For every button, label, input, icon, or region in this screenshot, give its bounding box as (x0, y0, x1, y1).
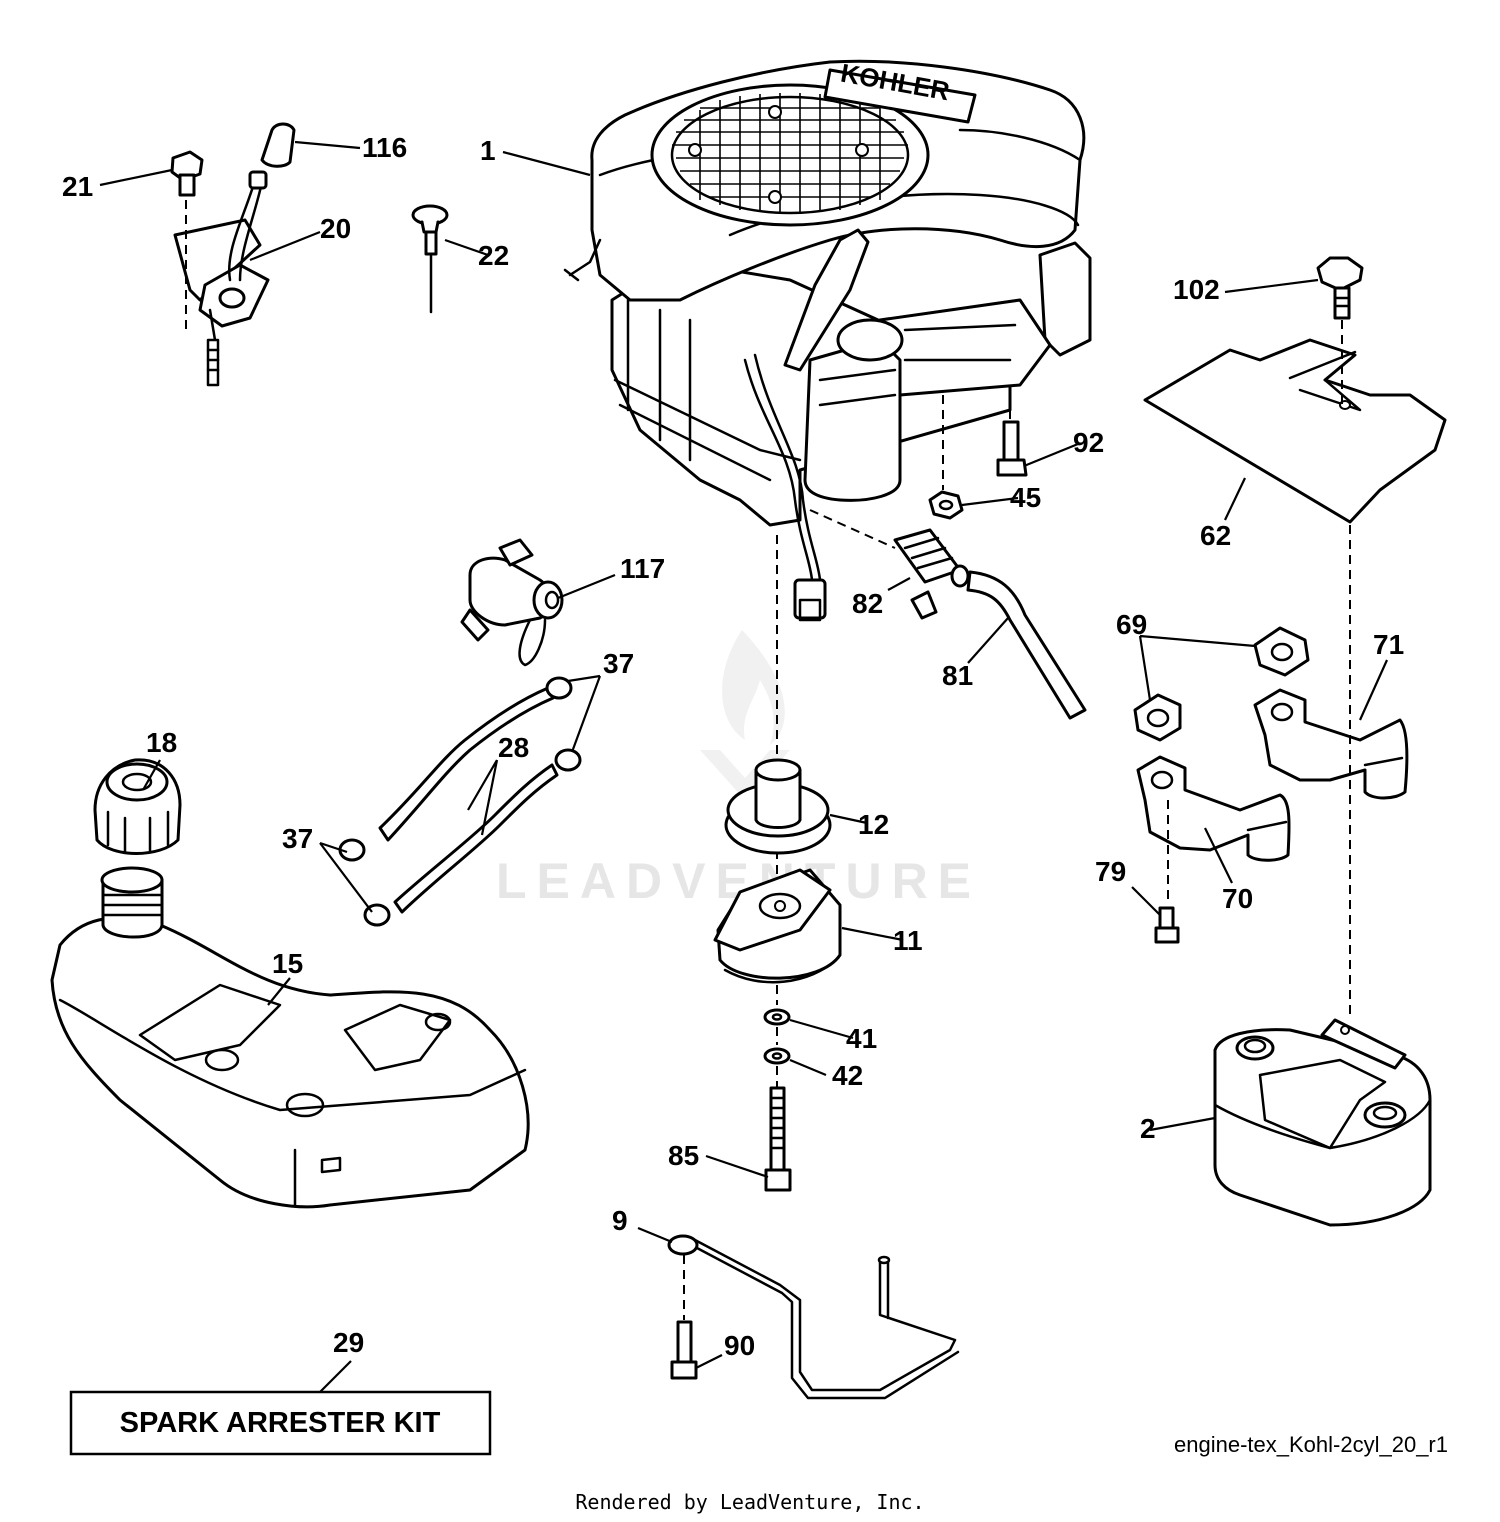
choke-knob[interactable] (411, 204, 449, 314)
callout-71: 71 (1373, 629, 1404, 660)
exhaust-bolt[interactable] (1154, 906, 1180, 944)
callout-21: 21 (62, 171, 93, 202)
callout-62: 62 (1200, 520, 1231, 551)
callout-85: 85 (668, 1140, 699, 1171)
fuel-hose-lower[interactable] (393, 763, 559, 914)
watermark-text: LEADVENTURE (496, 853, 981, 909)
render-credit: Rendered by LeadVenture, Inc. (575, 1490, 924, 1514)
callout-82: 82 (852, 588, 883, 619)
fuel-tank[interactable] (50, 866, 530, 1209)
callout-117: 117 (620, 553, 665, 584)
callout-79: 79 (1095, 856, 1126, 887)
heat-shield-plate[interactable] (1143, 338, 1447, 524)
bracket-screw[interactable] (670, 1320, 698, 1380)
callout-22: 22 (478, 240, 509, 271)
callout-2: 2 (1140, 1113, 1156, 1144)
fuel-shutoff-valve[interactable] (460, 538, 564, 667)
callout-12: 12 (858, 809, 889, 840)
callout-70: 70 (1222, 883, 1253, 914)
callout-69: 69 (1116, 609, 1147, 640)
hose-clamp-lower-right[interactable] (554, 748, 582, 772)
diagram-reference-code: engine-tex_Kohl-2cyl_20_r1 (1174, 1432, 1448, 1457)
callout-37-upper: 37 (603, 648, 634, 679)
fuel-cap[interactable] (93, 758, 182, 855)
fuel-line-81[interactable] (966, 570, 1087, 720)
callout-29: 29 (333, 1327, 364, 1358)
callout-9: 9 (612, 1205, 628, 1236)
callout-37-lower: 37 (282, 823, 313, 854)
clutch-bolt[interactable] (764, 1086, 792, 1192)
exhaust-pipe-left[interactable] (1136, 755, 1291, 862)
fuel-filter[interactable] (893, 528, 970, 620)
fuel-hose-upper[interactable] (378, 686, 555, 842)
callout-92: 92 (1073, 427, 1104, 458)
callout-116: 116 (362, 132, 407, 163)
callout-15: 15 (272, 948, 303, 979)
callout-11: 11 (893, 925, 923, 956)
electric-pto-clutch[interactable] (713, 868, 842, 984)
exhaust-gasket-lower[interactable] (1133, 693, 1182, 742)
support-rod[interactable] (667, 1234, 960, 1400)
callout-41: 41 (846, 1023, 877, 1054)
callout-28: 28 (498, 732, 529, 763)
callout-45: 45 (1010, 482, 1041, 513)
leader-lines (99, 140, 1389, 1393)
washer-41[interactable] (763, 1008, 791, 1026)
callout-42: 42 (832, 1060, 863, 1091)
hex-bolt-92[interactable] (996, 420, 1028, 477)
spark-arrester-kit-label: SPARK ARRESTER KIT (120, 1407, 441, 1439)
exhaust-pipe-right[interactable] (1253, 688, 1409, 800)
callout-81: 81 (942, 660, 973, 691)
throttle-knob[interactable] (260, 122, 296, 168)
throttle-screw[interactable] (170, 150, 204, 197)
callout-1: 1 (480, 135, 496, 166)
throttle-control[interactable] (173, 170, 270, 387)
engine[interactable]: KOHLER (563, 58, 1092, 622)
callout-20: 20 (320, 213, 351, 244)
washer-42[interactable] (763, 1047, 791, 1065)
knob-screw[interactable] (1316, 256, 1364, 320)
callout-18: 18 (146, 727, 177, 758)
hose-clamp-upper-right[interactable] (545, 676, 573, 700)
hex-nut-45[interactable] (928, 490, 964, 520)
muffler[interactable] (1213, 1018, 1432, 1227)
exhaust-gasket-upper[interactable] (1253, 626, 1310, 677)
engine-pulley[interactable] (724, 758, 832, 855)
callout-102: 102 (1173, 274, 1220, 305)
spark-arrester-kit-box[interactable]: SPARK ARRESTER KIT (69, 1390, 492, 1456)
callout-90: 90 (724, 1330, 755, 1361)
callout-labels: 1 2 9 11 12 15 18 20 21 22 28 29 37 37 4… (62, 132, 1404, 1361)
